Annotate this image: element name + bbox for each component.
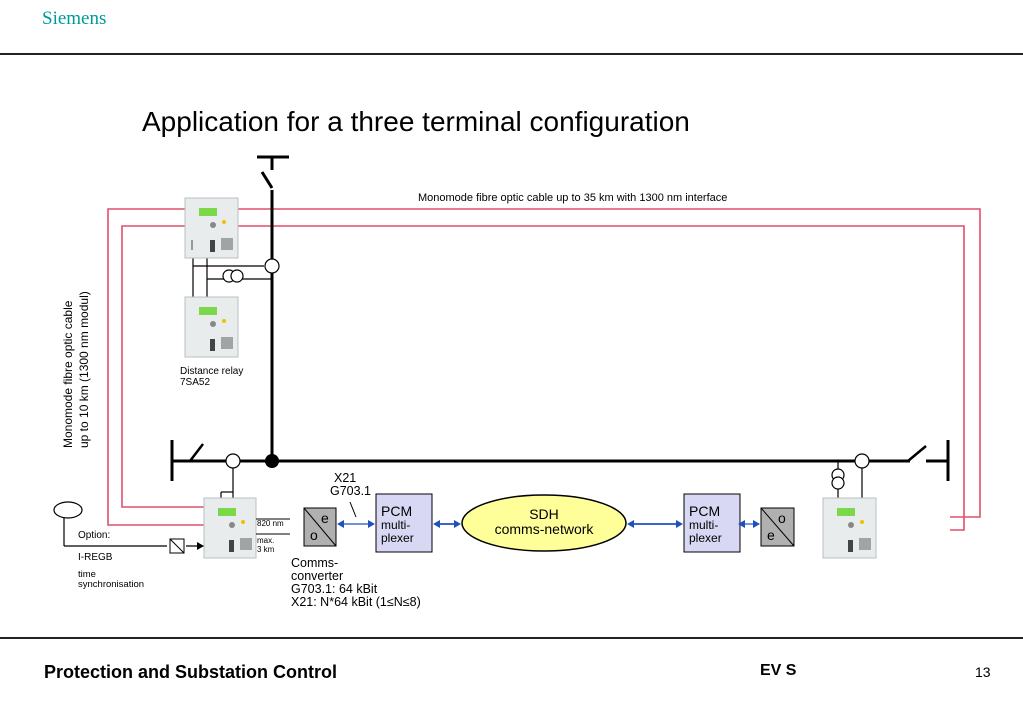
side-cable-label: Monomode fibre optic cable up to 10 km (… — [60, 268, 100, 448]
measurement-wiring — [63, 258, 863, 547]
right-vt-symbol-b — [831, 476, 845, 490]
comms-converter-left — [303, 507, 337, 547]
sdh-line1: SDH — [529, 506, 559, 522]
relay-distance — [184, 296, 239, 358]
time-sync-label: time synchronisation — [78, 570, 144, 590]
converter-right-top: o — [778, 510, 786, 526]
comms-converter-right — [760, 507, 795, 547]
link-arrows — [337, 520, 760, 528]
option-arrow — [197, 542, 204, 550]
relay-label-line2: 7SA52 — [180, 377, 211, 388]
brand-logo: Siemens — [42, 8, 107, 29]
pcm-right-line3: plexer — [689, 531, 722, 545]
fibre-ticks — [256, 518, 290, 535]
transformer-symbols — [53, 258, 870, 519]
pcm-left-line2: multi- — [381, 518, 411, 532]
outer-fibre-right — [238, 208, 981, 518]
top-cable-label: Monomode fibre optic cable up to 35 km w… — [418, 192, 728, 204]
distance-label-line1: max. — [257, 536, 275, 545]
distance-label-line2: 3 km — [257, 545, 275, 554]
pcm-right-line2: multi- — [689, 518, 719, 532]
x21-label-line2: G703.1 — [330, 484, 372, 498]
converter-left-top: e — [321, 510, 329, 526]
comms-converter-line3: G703.1: 64 kBit — [291, 582, 378, 596]
relay-top — [184, 197, 239, 259]
time-sync-line2: synchronisation — [78, 579, 145, 590]
comms-converter-line2: converter — [291, 569, 344, 583]
pcm-left-label: PCM multi- plexer — [381, 503, 414, 545]
relay-devices — [184, 197, 877, 559]
pcm-left-line3: plexer — [381, 531, 414, 545]
side-cable-label-line2: up to 10 km (1300 nm modul) — [77, 291, 91, 448]
distance-label: max. 3 km — [257, 536, 274, 554]
footer-department: EV S — [760, 662, 797, 679]
pcm-left-box — [375, 493, 433, 553]
converter-left-bottom: o — [310, 527, 318, 543]
vt-symbol-b — [230, 269, 244, 283]
x21-label: X21 G703.1 — [330, 472, 371, 498]
fibre-cables — [107, 208, 981, 531]
sdh-label: SDH comms-network — [486, 507, 602, 537]
comms-converter-line1: Comms- — [291, 556, 339, 570]
comms-converter-line4: X21: N*64 kBit (1≤N≤8) — [291, 595, 421, 609]
relay-label-line1: Distance relay — [180, 366, 244, 377]
inner-fibre-right — [238, 225, 965, 531]
right-switch-blade — [907, 445, 927, 462]
side-cable-label-line1: Monomode fibre optic cable — [61, 300, 75, 448]
pcm-right-label: PCM multi- plexer — [689, 503, 722, 545]
pcm-right-line1: PCM — [689, 503, 721, 519]
page-number: 13 — [975, 664, 991, 680]
pcm-right-box — [683, 493, 741, 553]
comms-converter-description: Comms- converter G703.1: 64 kBit X21: N*… — [291, 557, 421, 609]
right-ct-symbol — [854, 453, 870, 469]
header-divider — [0, 53, 1023, 55]
sdh-line2: comms-network — [494, 521, 594, 537]
left-ct-symbol — [225, 453, 241, 469]
option-converter — [169, 538, 185, 554]
top-switch-blade — [260, 171, 274, 189]
x21-label-line1: X21 — [334, 471, 357, 485]
option-label: Option: — [78, 530, 111, 541]
relay-label: Distance relay 7SA52 — [180, 366, 243, 388]
g703-pointer — [349, 501, 357, 518]
sdh-network — [461, 494, 627, 552]
time-sync-antenna — [53, 501, 83, 519]
busbar-lines — [170, 155, 950, 481]
relay-left — [203, 497, 257, 559]
slide-title: Application for a three terminal configu… — [142, 106, 690, 137]
pcm-left-line1: PCM — [381, 503, 413, 519]
left-switch-blade — [189, 443, 204, 462]
inner-fibre-loop — [121, 225, 204, 508]
busbar-junction — [265, 454, 279, 468]
time-sync-line1: time — [78, 569, 96, 580]
footer-title: Protection and Substation Control — [44, 662, 337, 682]
feeder-ct-symbol — [264, 258, 280, 274]
footer-divider — [0, 637, 1023, 639]
converter-right-bottom: e — [767, 527, 775, 543]
iregb-label: I-REGB — [78, 552, 113, 563]
outer-fibre-loop — [107, 208, 204, 526]
relay-right — [822, 497, 877, 559]
wavelength-label: 820 nm — [257, 519, 284, 528]
